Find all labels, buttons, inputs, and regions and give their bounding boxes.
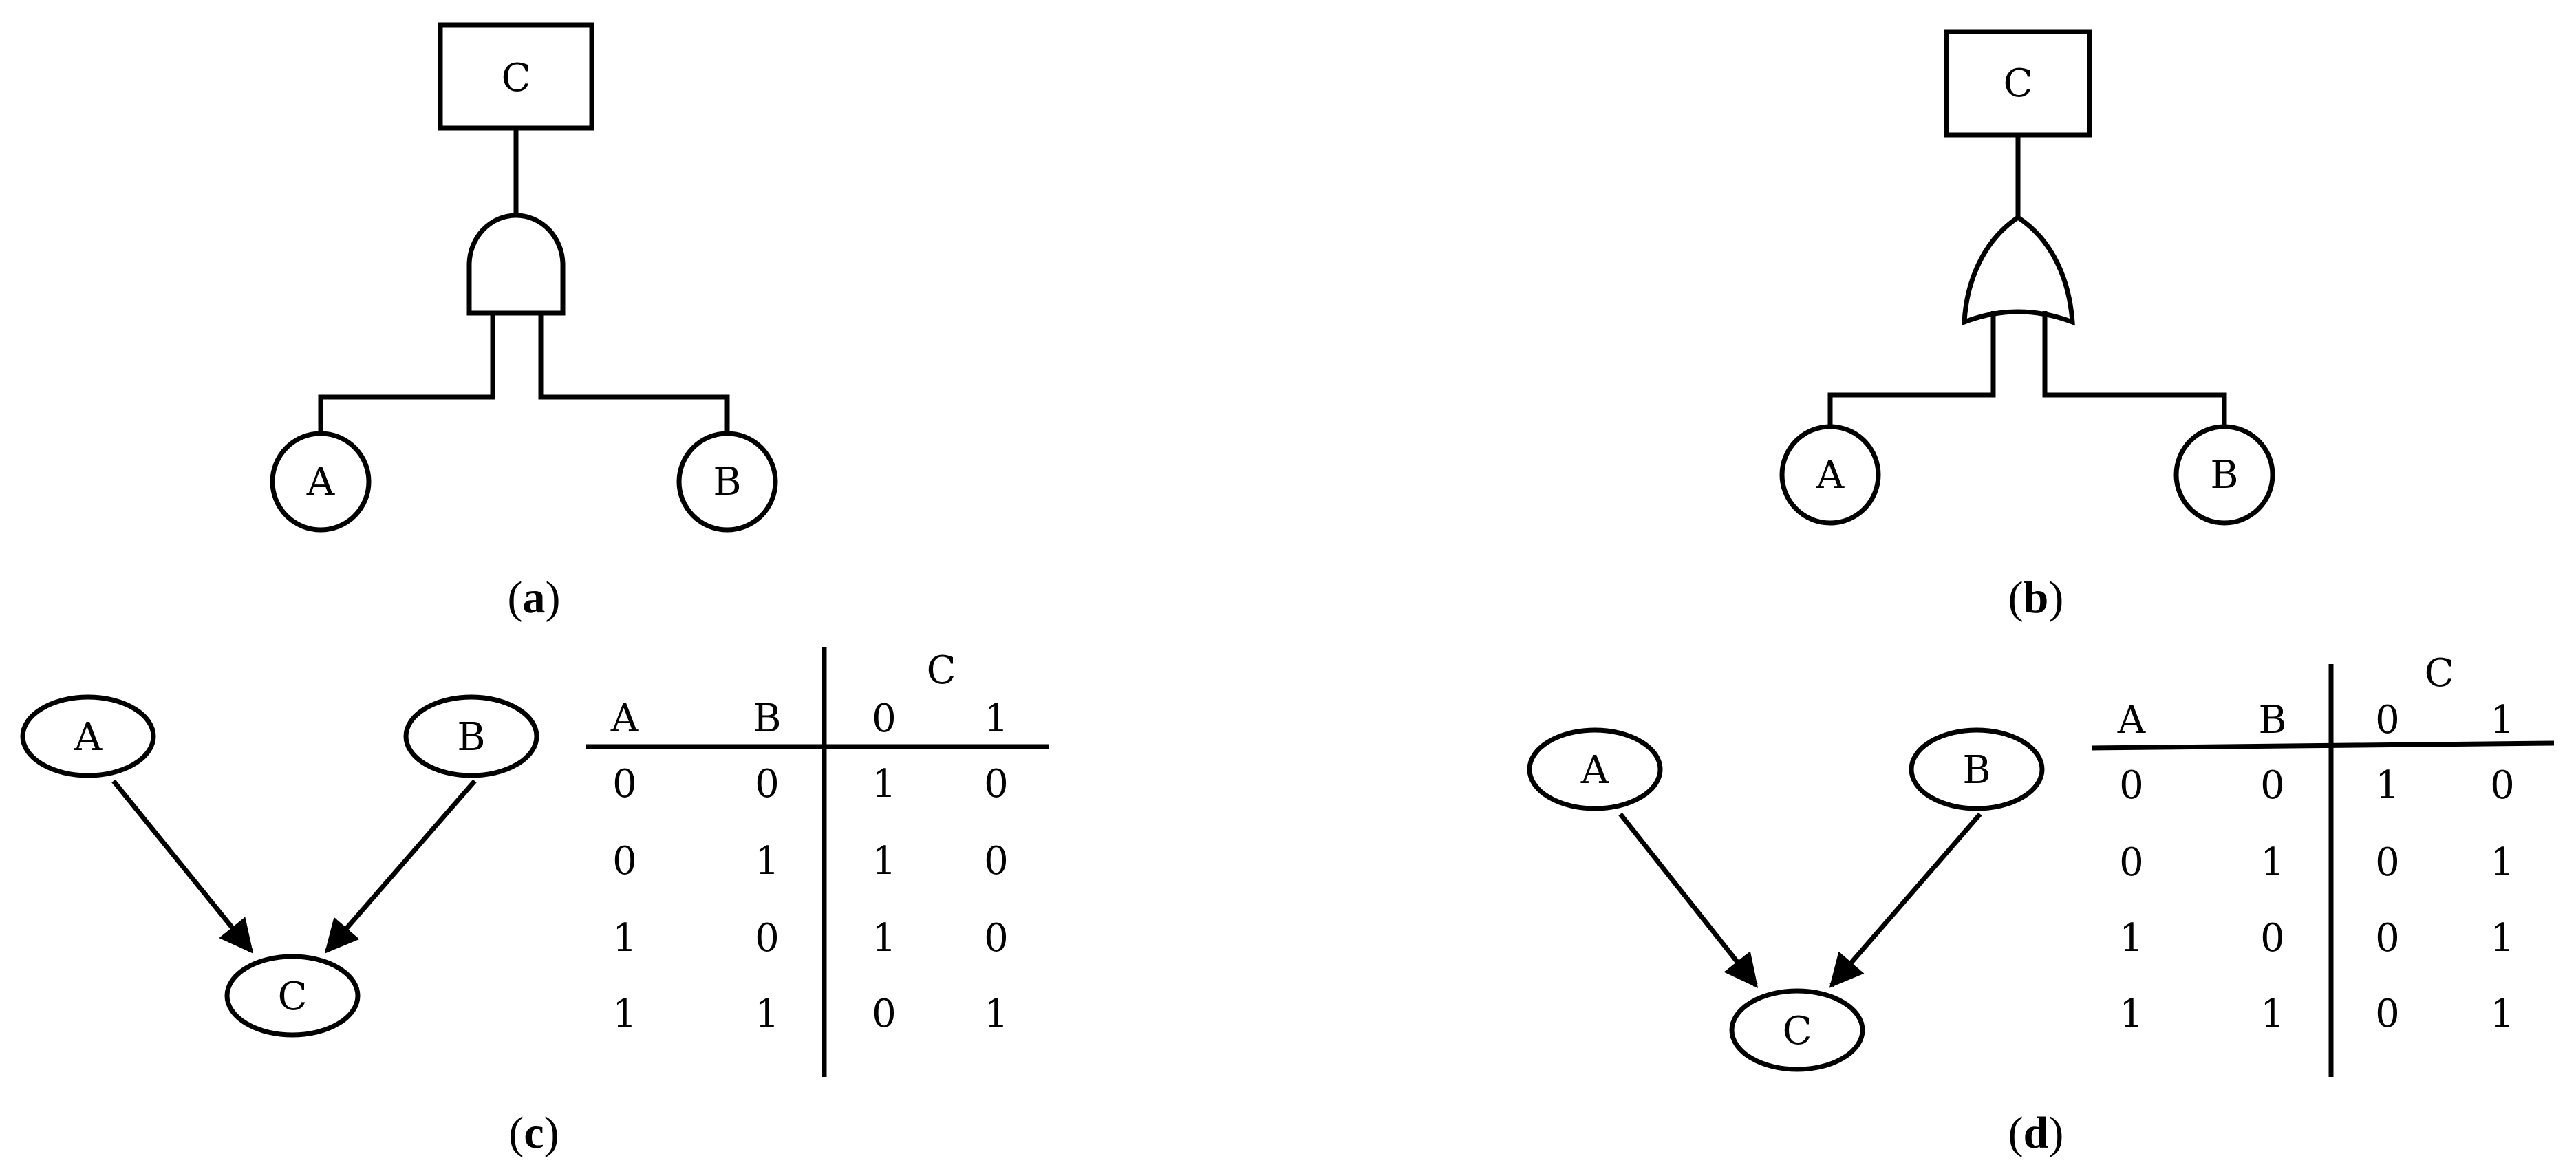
top-event-box bbox=[1944, 29, 2092, 138]
basic-event-a-label: A bbox=[306, 460, 335, 504]
input-wire-left bbox=[1827, 311, 1996, 432]
input-wire-right bbox=[2042, 311, 2227, 432]
cpt-cell: 0 bbox=[984, 762, 1009, 806]
cpt-cell: 0 bbox=[2490, 763, 2515, 808]
cpt-cell: 1 bbox=[2375, 763, 2400, 808]
basic-event-b-label: B bbox=[713, 460, 741, 504]
node-a bbox=[1527, 727, 1663, 811]
top-event-label: C bbox=[2004, 61, 2033, 106]
cpt-cell: 1 bbox=[872, 916, 897, 961]
basic-event-b-label: B bbox=[2210, 453, 2238, 498]
cpt-table-and: C A B 0 1 0 0 1 0 0 1 1 0 1 0 1 0 1 1 0 … bbox=[586, 647, 1049, 1077]
cpt-header-a: A bbox=[610, 696, 639, 741]
cpt-cell: 1 bbox=[755, 992, 780, 1036]
cpt-cell: 0 bbox=[984, 916, 1009, 961]
caption-b: (b) bbox=[2008, 573, 2064, 623]
cpt-cell: 1 bbox=[2260, 840, 2285, 885]
cpt-cell: 0 bbox=[2119, 840, 2144, 885]
panel-b-fault-tree-or bbox=[1779, 29, 2275, 526]
cpt-header-c1: 1 bbox=[2490, 698, 2515, 742]
cpt-cell: 0 bbox=[612, 839, 637, 884]
panel-c-bayes-network bbox=[20, 694, 539, 1038]
basic-event-a-label: A bbox=[1816, 453, 1845, 498]
cpt-cell: 0 bbox=[755, 762, 780, 806]
cpt-cell: 1 bbox=[612, 992, 637, 1036]
cpt-cell: 0 bbox=[755, 916, 780, 961]
cpt-header-c0: 0 bbox=[2375, 698, 2400, 742]
cpt-header-b: B bbox=[2258, 698, 2286, 742]
cpt-cell: 1 bbox=[2490, 992, 2515, 1036]
cpt-group-header: C bbox=[927, 648, 956, 693]
edge-a-to-c bbox=[1618, 812, 1759, 988]
cpt-cell: 0 bbox=[612, 762, 637, 806]
node-b-label: B bbox=[457, 715, 485, 760]
cpt-group-header: C bbox=[2425, 651, 2454, 696]
cpt-cell: 1 bbox=[872, 839, 897, 884]
basic-event-a bbox=[1779, 424, 1881, 526]
node-a-label: A bbox=[74, 715, 103, 760]
node-a-label: A bbox=[1580, 748, 1609, 793]
cpt-cell: 1 bbox=[2119, 916, 2144, 961]
node-c-label: C bbox=[1783, 1009, 1812, 1054]
cpt-header-c1: 1 bbox=[984, 696, 1009, 741]
cpt-cell: 0 bbox=[2260, 916, 2285, 961]
node-b bbox=[403, 694, 539, 778]
edge-a-to-c bbox=[111, 779, 254, 954]
cpt-cell: 1 bbox=[2119, 992, 2144, 1036]
node-c-label: C bbox=[278, 974, 308, 1019]
edge-b-to-c bbox=[324, 779, 477, 954]
input-wire-left bbox=[318, 313, 495, 438]
cpt-cell: 1 bbox=[984, 992, 1009, 1036]
basic-event-a bbox=[270, 431, 372, 533]
caption-a: (a) bbox=[508, 573, 561, 623]
cpt-cell: 0 bbox=[2375, 840, 2400, 885]
node-a bbox=[20, 694, 156, 778]
and-gate-icon bbox=[466, 213, 566, 316]
cpt-table-or: C A B 0 1 0 0 1 0 0 1 0 1 1 0 0 1 1 1 0 … bbox=[2091, 651, 2555, 1077]
cpt-cell: 0 bbox=[2119, 763, 2144, 808]
cpt-header-rule bbox=[2091, 740, 2555, 751]
cpt-cell: 1 bbox=[2260, 992, 2285, 1036]
caption-c: (c) bbox=[508, 1108, 559, 1158]
input-wire-right bbox=[538, 313, 730, 438]
node-c bbox=[1729, 988, 1865, 1072]
or-gate-icon bbox=[1962, 214, 2075, 326]
panel-a-fault-tree-and bbox=[270, 22, 778, 533]
cpt-header-a: A bbox=[2117, 698, 2146, 742]
basic-event-b bbox=[2174, 424, 2275, 526]
edge-b-to-c bbox=[1829, 812, 1982, 988]
cpt-cell: 0 bbox=[872, 992, 897, 1036]
panel-d-bayes-network bbox=[1527, 727, 2045, 1072]
caption-d: (d) bbox=[2008, 1108, 2064, 1158]
cpt-cell: 1 bbox=[2490, 840, 2515, 885]
cpt-cell: 1 bbox=[872, 762, 897, 806]
cpt-cell: 0 bbox=[2375, 992, 2400, 1036]
cpt-header-c0: 0 bbox=[872, 696, 897, 741]
cpt-cell: 1 bbox=[2490, 916, 2515, 961]
cpt-header-b: B bbox=[753, 696, 781, 741]
cpt-cell: 1 bbox=[755, 839, 780, 884]
node-c bbox=[224, 954, 361, 1038]
cpt-cell: 0 bbox=[984, 839, 1009, 884]
cpt-cell: 0 bbox=[2375, 916, 2400, 961]
cpt-cell: 0 bbox=[2260, 763, 2285, 808]
basic-event-b bbox=[676, 431, 778, 533]
top-event-label: C bbox=[502, 56, 531, 100]
node-b bbox=[1909, 727, 2045, 811]
node-b-label: B bbox=[1962, 748, 1990, 793]
cpt-cell: 1 bbox=[612, 916, 637, 961]
